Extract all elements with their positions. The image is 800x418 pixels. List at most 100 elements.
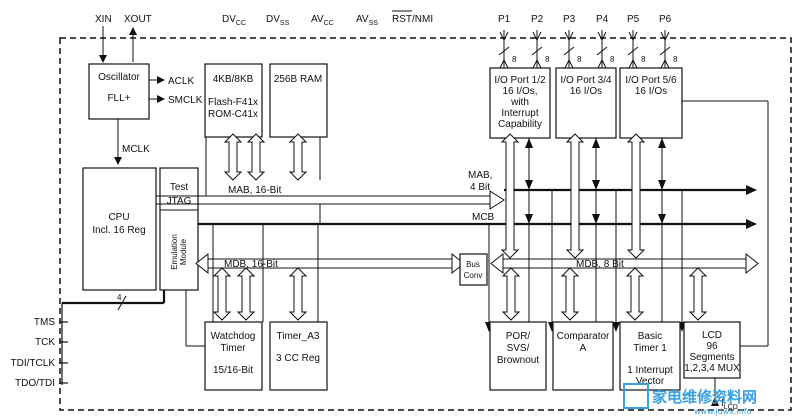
p1-width: 8 <box>512 55 517 64</box>
port-p2-label: P2 <box>531 14 544 25</box>
mclk-label: MCLK <box>122 144 150 155</box>
comparator-block: Comparator A <box>552 321 614 391</box>
test-jtag-block: Test JTAG Emulation Module <box>159 167 199 291</box>
svg-text:MAB, 16-Bit: MAB, 16-Bit <box>228 185 282 196</box>
svg-text:Vector: Vector <box>636 376 665 387</box>
ram-label: 256B RAM <box>274 74 322 85</box>
cpu-regs: Incl. 16 Reg <box>92 225 145 236</box>
svg-text:I/O Port 3/4: I/O Port 3/4 <box>560 75 612 86</box>
jtag-bus-width: 4 <box>117 293 122 302</box>
p2-width: 8 <box>545 55 550 64</box>
jtag-label: JTAG <box>167 196 192 207</box>
p4-width: 8 <box>610 55 615 64</box>
svg-text:Watchdog: Watchdog <box>211 331 256 342</box>
svg-text:I/O Port 1/2: I/O Port 1/2 <box>494 75 546 86</box>
test-label: Test <box>170 182 189 193</box>
rst-nmi-label: RST/NMI <box>392 14 433 25</box>
svg-text:A: A <box>580 343 587 354</box>
svg-text:Basic: Basic <box>638 331 662 342</box>
top-pins: XIN XOUT DVCC DVSS AVCC AVSS RST/NMI <box>95 10 433 63</box>
flash-size: 4KB/8KB <box>213 74 254 85</box>
svg-text:1 Interrupt: 1 Interrupt <box>627 365 673 376</box>
xin-label: XIN <box>95 14 112 25</box>
timer-a3-block: Timer_A3 3 CC Reg <box>269 321 328 391</box>
svg-text:Segments: Segments <box>689 352 734 363</box>
tms-label: TMS <box>34 317 55 328</box>
mab-16-bus: MAB, 16-Bit MAB, 4 Bit <box>156 170 757 210</box>
por-block: POR/ SVS/ Brownout <box>489 321 547 391</box>
signal-lines <box>185 100 769 396</box>
avcc-label: AVCC <box>311 14 334 27</box>
lcd-block: LCD 96 Segments 1,2,3,4 MUX fLCD <box>683 321 741 411</box>
svg-text:LCD: LCD <box>702 330 722 341</box>
svg-text:Timer: Timer <box>220 343 246 354</box>
svg-text:with: with <box>510 97 529 108</box>
svg-text:MDB, 16-Bit: MDB, 16-Bit <box>224 259 278 270</box>
svg-text:Capability: Capability <box>498 119 542 130</box>
svg-text:16 I/Os,: 16 I/Os, <box>502 86 537 97</box>
svg-text:MAB,: MAB, <box>468 170 492 181</box>
aclk-label: ACLK <box>168 76 194 87</box>
avss-label: AVSS <box>356 14 378 27</box>
watermark: 家电维修资料网 www.jdwx.info <box>623 383 757 416</box>
svg-text:Timer 1: Timer 1 <box>633 343 667 354</box>
memory-connectors <box>212 133 708 321</box>
svg-text:Timer_A3: Timer_A3 <box>277 331 320 342</box>
port-pins: P1 P2 P3 P4 P5 P6 8 8 8 8 8 8 <box>498 14 678 69</box>
svg-text:15/16-Bit: 15/16-Bit <box>213 365 253 376</box>
svg-text:MCB: MCB <box>472 212 495 223</box>
port-p1-label: P1 <box>498 14 511 25</box>
io-port-34-block: I/O Port 3/4 16 I/Os <box>555 67 617 139</box>
svg-text:96: 96 <box>706 341 718 352</box>
tdi-label: TDI/TCLK <box>11 358 56 369</box>
dvcc-label: DVCC <box>222 14 246 27</box>
cpu-title: CPU <box>108 212 129 223</box>
xout-label: XOUT <box>124 14 152 25</box>
cpu-block: CPU Incl. 16 Reg <box>82 167 157 291</box>
emulation-label: Emulation <box>170 234 179 270</box>
mdb-16-bus: MDB, 16-Bit <box>195 252 465 275</box>
p6-width: 8 <box>673 55 678 64</box>
svg-text:4 Bit: 4 Bit <box>470 182 490 193</box>
ram-block: 256B RAM <box>269 63 328 138</box>
watermark-text: 家电维修资料网 <box>652 388 757 406</box>
port-p5-label: P5 <box>627 14 640 25</box>
svg-text:Brownout: Brownout <box>497 355 539 366</box>
oscillator-fll: FLL+ <box>107 93 130 104</box>
flcd-label: fLCD <box>721 398 738 411</box>
watermark-url: www.jdwx.info <box>694 407 752 416</box>
dvss-label: DVSS <box>266 14 290 27</box>
mcb-bus: MCB <box>198 212 757 229</box>
svg-text:1,2,3,4 MUX: 1,2,3,4 MUX <box>684 363 740 374</box>
svg-text:Comparator: Comparator <box>557 331 610 342</box>
io-port-12-block: I/O Port 1/2 16 I/Os, with Interrupt Cap… <box>489 67 551 139</box>
module-label: Module <box>179 238 188 265</box>
svg-text:SVS/: SVS/ <box>507 343 530 354</box>
oscillator-title: Oscillator <box>98 72 140 83</box>
chip-boundary <box>59 37 792 411</box>
port-p3-label: P3 <box>563 14 576 25</box>
svg-text:I/O Port 5/6: I/O Port 5/6 <box>625 75 677 86</box>
p5-width: 8 <box>641 55 646 64</box>
svg-text:16 I/Os: 16 I/Os <box>635 86 667 97</box>
flash-block: 4KB/8KB Flash-F41x ROM-C41x <box>204 63 263 138</box>
junction-arrows <box>485 138 719 406</box>
svg-text:3 CC Reg: 3 CC Reg <box>276 353 320 364</box>
svg-text:16 I/Os: 16 I/Os <box>570 86 602 97</box>
smclk-label: SMCLK <box>168 95 203 106</box>
svg-text:POR/: POR/ <box>506 331 531 342</box>
oscillator-block: Oscillator FLL+ ACLK SMCLK MCLK <box>88 63 203 165</box>
watermark-logo-icon <box>623 383 649 409</box>
svg-text:MDB, 8 Bit: MDB, 8 Bit <box>576 259 624 270</box>
basic-timer-block: Basic Timer 1 1 Interrupt Vector <box>619 321 681 391</box>
svg-text:Interrupt: Interrupt <box>501 108 538 119</box>
port-p4-label: P4 <box>596 14 609 25</box>
rom-type: ROM-C41x <box>208 109 258 120</box>
tck-label: TCK <box>35 337 55 348</box>
port-p6-label: P6 <box>659 14 672 25</box>
tdo-label: TDO/TDI <box>15 378 55 389</box>
bus-conv-block: Bus Conv <box>459 253 488 286</box>
mdb-8-bus: MDB, 8 Bit <box>490 252 759 275</box>
